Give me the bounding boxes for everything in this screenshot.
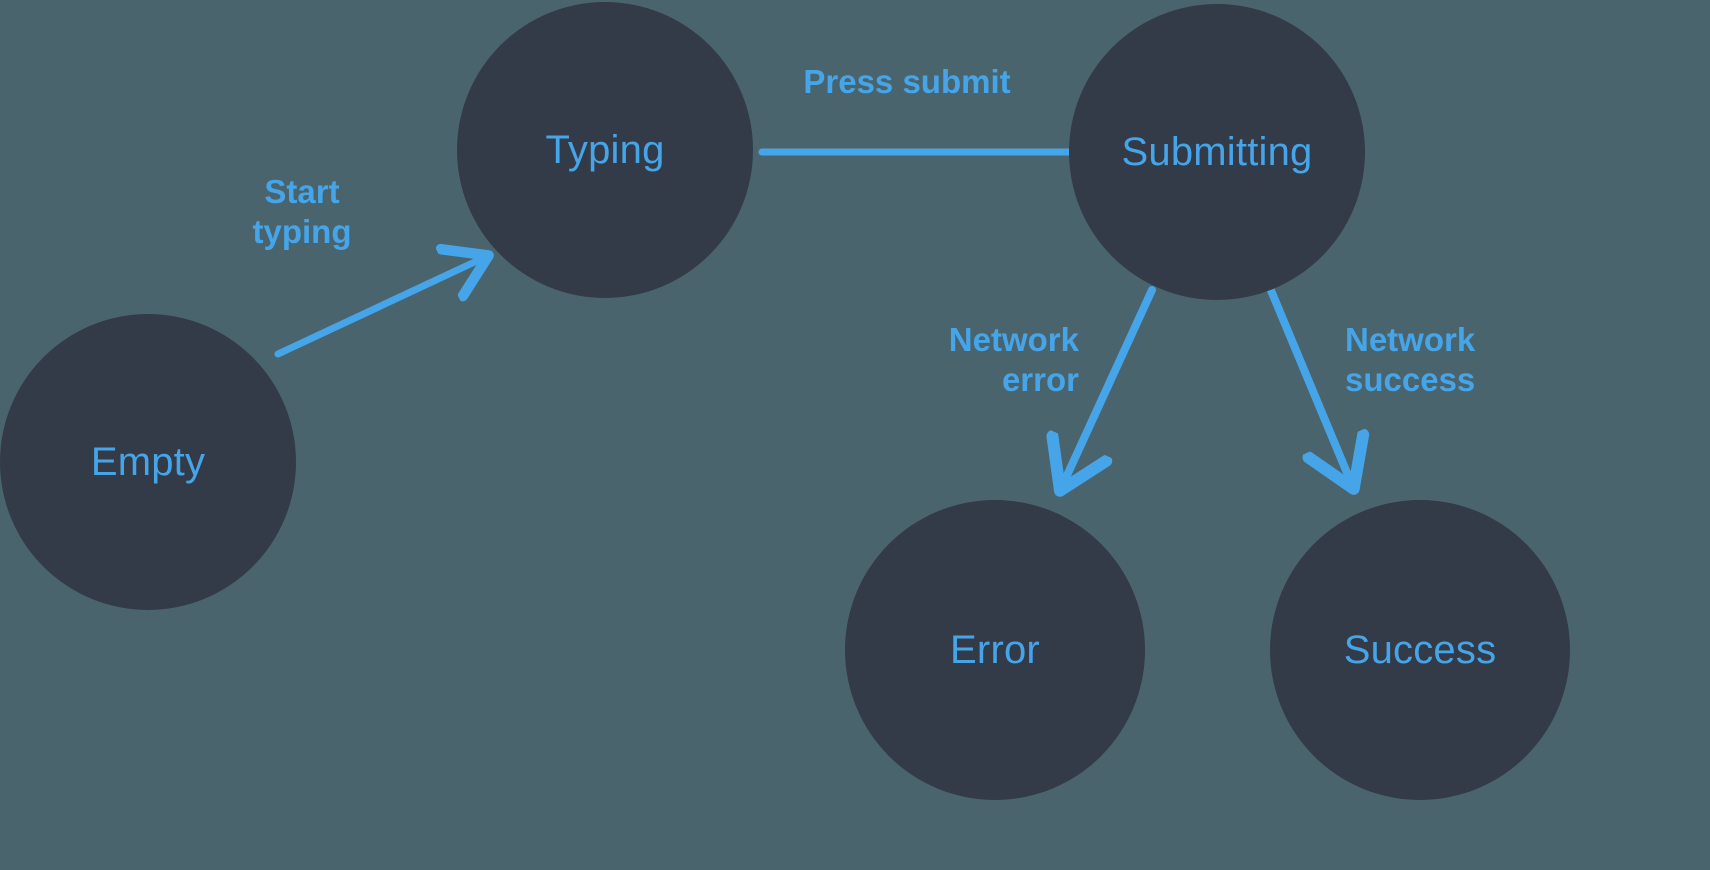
state-node-typing-label: Typing — [545, 128, 665, 172]
arrow-start-typing — [274, 259, 481, 358]
state-node-success-label: Success — [1343, 628, 1497, 672]
state-node-typing[interactable]: Typing — [457, 2, 753, 298]
state-node-success[interactable]: Success — [1270, 500, 1570, 800]
state-node-empty-label: Empty — [90, 440, 206, 484]
arrow-network-success — [1266, 284, 1350, 480]
transition-label-start-typing: Start typing — [252, 173, 352, 251]
state-node-error[interactable]: Error — [845, 500, 1145, 800]
transition-label-network-success: Network success — [1345, 321, 1476, 399]
transition-label-press-submit: Press submit — [803, 63, 1011, 100]
transition-label-network-error: Network error — [948, 321, 1079, 399]
state-node-error-label: Error — [950, 628, 1040, 672]
state-node-submitting-label: Submitting — [1121, 130, 1313, 174]
state-node-empty[interactable]: Empty — [0, 314, 296, 610]
state-node-submitting[interactable]: Submitting — [1069, 4, 1365, 300]
